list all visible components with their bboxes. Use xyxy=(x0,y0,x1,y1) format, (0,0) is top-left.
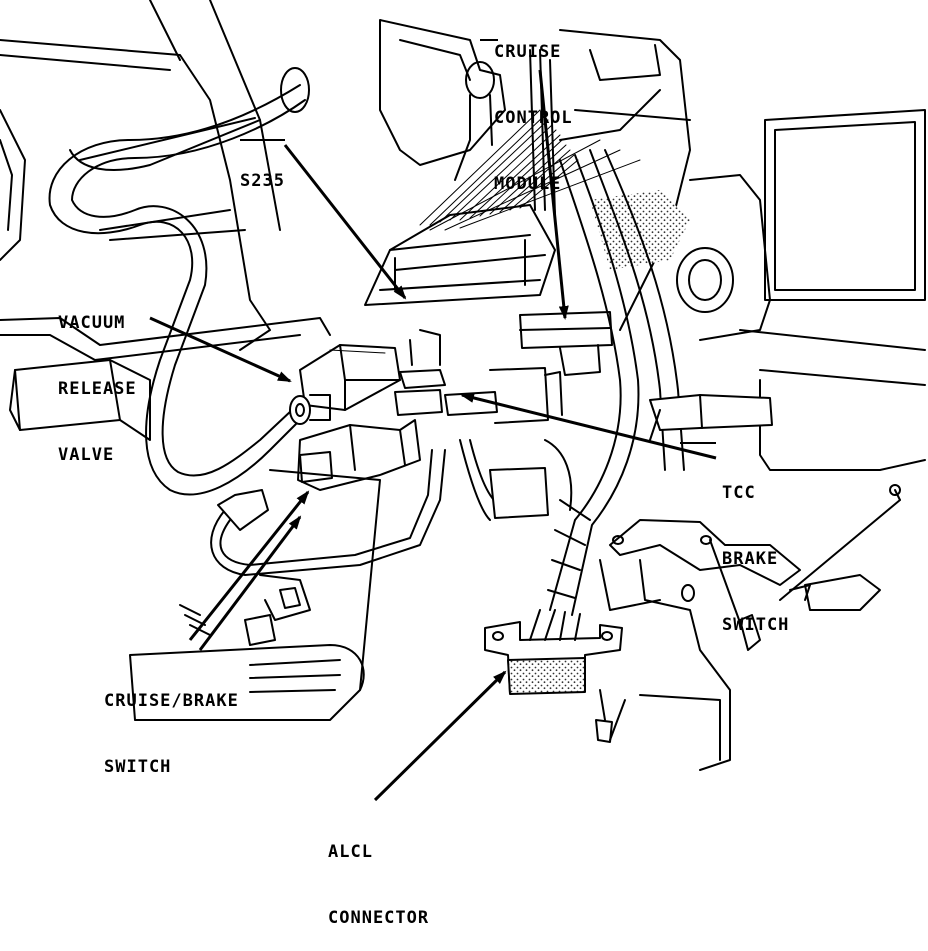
label-line: MODULE xyxy=(494,174,562,194)
label-line: ALCL xyxy=(328,842,373,862)
cruise-brake-switch-leader-lower xyxy=(198,515,302,651)
wiring-diagram: CRUISE CONTROL MODULE S235 VACUUM RELEAS… xyxy=(0,0,926,928)
vacuum-hose xyxy=(48,67,310,496)
right-dash-panel xyxy=(676,109,926,471)
diagram-drawing xyxy=(0,0,926,802)
s235-leader xyxy=(283,144,407,300)
pedal-panel xyxy=(129,469,381,721)
dash-frame xyxy=(0,0,331,361)
label-line: SWITCH xyxy=(104,757,172,777)
main-harness xyxy=(547,149,685,616)
module-box xyxy=(519,311,613,376)
vacuum-release-valve-label: VACUUM RELEASE VALVE xyxy=(58,268,137,488)
cruise-brake-switch-label: CRUISE/BRAKE SWITCH xyxy=(104,646,239,800)
leader-lines xyxy=(149,69,717,802)
label-line: SWITCH xyxy=(722,615,790,635)
vacuum-release-valve-body xyxy=(289,344,401,425)
tcc-brake-switch-leader xyxy=(460,393,717,460)
alcl-connector-label: ALCL CONNECTOR xyxy=(328,797,429,951)
alcl-connector-body xyxy=(484,609,623,743)
lower-wiring xyxy=(179,439,573,646)
s235-label: S235 xyxy=(240,126,285,214)
label-line: CONTROL xyxy=(494,108,573,128)
cruise-brake-switch-leader-upper xyxy=(188,490,310,641)
label-line: CONNECTOR xyxy=(328,908,430,928)
cruise-brake-switch-body xyxy=(297,419,421,491)
alcl-connector-leader xyxy=(373,670,507,802)
cruise-control-module-connector xyxy=(364,49,641,306)
relay-cluster xyxy=(394,329,563,424)
label-line: CRUISE xyxy=(494,42,562,62)
label-line: CRUISE/BRAKE xyxy=(104,691,239,711)
label-line: VACUUM xyxy=(58,313,126,333)
cruise-control-module-label: CRUISE CONTROL MODULE xyxy=(494,0,573,217)
label-line: TCC xyxy=(722,483,756,503)
brake-bracket xyxy=(599,484,901,771)
label-line: VALVE xyxy=(58,445,115,465)
left-bracket xyxy=(9,359,151,441)
label-line: S235 xyxy=(240,171,285,191)
tcc-brake-switch-label: TCC BRAKE SWITCH xyxy=(722,438,789,658)
tcc-brake-switch-body xyxy=(649,394,773,441)
label-line: BRAKE xyxy=(722,549,779,569)
vacuum-release-valve-leader xyxy=(149,316,292,383)
label-line: RELEASE xyxy=(58,379,137,399)
cruise-control-module-leader xyxy=(538,69,569,320)
